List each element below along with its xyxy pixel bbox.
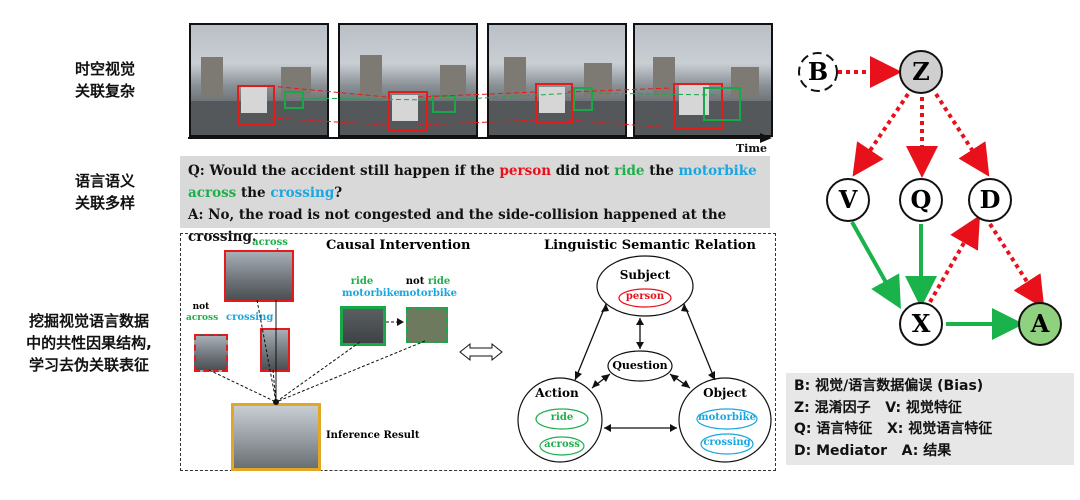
person-label: person [625, 291, 665, 302]
video-frame-3 [487, 23, 627, 137]
thumb-across-crossing [224, 250, 294, 302]
question-text: Q: Would the accident still happen if th… [188, 163, 500, 179]
question-node-label: Question [612, 359, 668, 372]
video-frame-4 [633, 23, 773, 137]
causal-panel [180, 233, 776, 471]
label-row3-line3: 学习去伪关联表征 [28, 356, 149, 374]
label-row1-line1: 时空视觉 [74, 60, 135, 78]
q-across: across [188, 185, 237, 201]
graph-legend: B: 视觉/语言数据偏误 (Bias) Z: 混淆因子 V: 视觉特征 Q: 语… [786, 373, 1074, 465]
node-x: X [911, 309, 931, 338]
not-ride-motorbike-label: not ride motorbike [399, 276, 457, 299]
node-v: V [838, 185, 858, 214]
question-text: did not [551, 163, 615, 179]
subject-label: Subject [619, 268, 671, 282]
video-frame-1 [189, 23, 329, 137]
label-row3-line2: 中的共性因果结构, [26, 334, 152, 352]
thumb-not-across [194, 334, 228, 372]
question-text: the [236, 185, 271, 201]
object-label: Object [703, 386, 747, 400]
causal-title: Causal Intervention [326, 238, 471, 253]
question-line-2: across the crossing? [188, 182, 762, 204]
object-crossing-label: crossing [703, 437, 751, 448]
label-row3-line1: 挖掘视觉语言数据 [28, 312, 149, 330]
label-row1: 时空视觉 关联复杂 [55, 58, 155, 102]
node-q: Q [910, 185, 932, 214]
inference-label: Inference Result [326, 430, 420, 441]
qa-box: Q: Would the accident still happen if th… [180, 156, 770, 245]
q-person: person [499, 163, 552, 179]
label-row2: 语言语义 关联多样 [55, 170, 155, 214]
legend-line-3: Q: 语言特征 X: 视觉语言特征 [794, 421, 993, 437]
q-motorbike: motorbike [678, 163, 757, 179]
q-crossing: crossing [270, 185, 335, 201]
legend-line-2: Z: 混淆因子 V: 视觉特征 [794, 399, 962, 416]
thumb-not-ride [406, 307, 448, 343]
node-b: B [807, 57, 829, 86]
label-row3: 挖掘视觉语言数据 中的共性因果结构, 学习去伪关联表征 [4, 310, 174, 376]
action-label: Action [535, 386, 579, 400]
object-motorbike-label: motorbike [698, 412, 756, 423]
linguistic-title: Linguistic Semantic Relation [544, 238, 756, 253]
legend-line-1: B: 视觉/语言数据偏误 (Bias) [794, 378, 984, 394]
label-row2-line2: 关联多样 [74, 194, 135, 212]
question-line: Q: Would the accident still happen if th… [188, 160, 762, 182]
node-z: Z [912, 57, 930, 86]
time-label: Time [736, 142, 768, 155]
video-frame-2 [338, 23, 478, 137]
node-d: D [979, 185, 1001, 214]
thumb-ride-motorbike [340, 306, 386, 346]
q-ride: ride [614, 163, 645, 179]
label-row2-line1: 语言语义 [74, 172, 135, 190]
question-text: ? [334, 185, 343, 201]
label-row1-line2: 关联复杂 [74, 82, 135, 100]
action-across-label: across [544, 439, 580, 450]
crossing-label: crossing [226, 312, 274, 323]
node-a: A [1030, 309, 1050, 338]
action-ride-label: ride [550, 412, 574, 423]
thumb-crossing [260, 328, 290, 372]
question-text: the [644, 163, 679, 179]
legend-line-4: D: Mediator A: 结果 [794, 442, 952, 459]
